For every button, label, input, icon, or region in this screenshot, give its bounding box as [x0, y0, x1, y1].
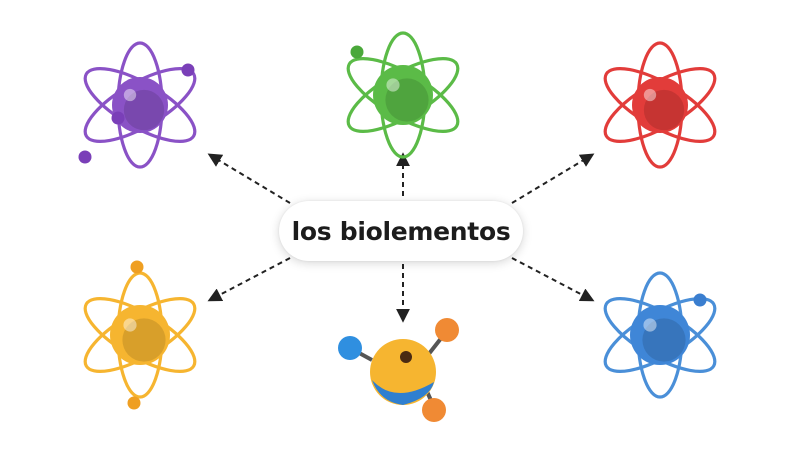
- arrow-to-purple: [207, 153, 291, 204]
- molecule-icon: [338, 318, 459, 422]
- nucleus: [112, 77, 168, 133]
- electron: [127, 396, 141, 410]
- nucleus: [110, 305, 170, 365]
- nucleus-shade: [123, 89, 165, 131]
- nucleus-shade: [642, 318, 686, 362]
- arrow-to-orange: [207, 257, 291, 302]
- center-label: los biolementos: [291, 216, 511, 246]
- small-atom: [422, 398, 446, 422]
- molecule-accent: [372, 380, 434, 405]
- small-atom: [338, 336, 362, 360]
- nucleus: [373, 65, 433, 125]
- nucleus-shade: [122, 318, 166, 362]
- center-node: los biolementos: [279, 201, 523, 261]
- arrow-to-blue: [511, 257, 595, 302]
- arrows: [207, 152, 595, 323]
- red-atom-icon: [603, 41, 717, 169]
- electron: [111, 111, 125, 125]
- electron: [693, 293, 707, 307]
- electron: [181, 63, 195, 77]
- nucleus-highlight: [643, 318, 657, 332]
- nucleus-highlight: [386, 78, 400, 92]
- small-atom: [435, 318, 459, 342]
- electron: [78, 150, 92, 164]
- nucleus-highlight: [123, 88, 137, 102]
- nucleus-highlight: [643, 88, 657, 102]
- orange-atom-icon: [83, 260, 197, 410]
- nucleus: [630, 305, 690, 365]
- nucleus-highlight: [123, 318, 137, 332]
- electron: [130, 260, 144, 274]
- atoms: [78, 31, 717, 410]
- purple-atom-icon: [78, 41, 197, 169]
- green-atom-icon: [346, 31, 460, 159]
- nucleus-shade: [643, 89, 685, 131]
- nucleus-shade: [385, 78, 429, 122]
- molecule-dot: [400, 351, 412, 363]
- arrow-to-red: [511, 153, 595, 204]
- electron: [350, 45, 364, 59]
- molecule-body: [370, 339, 436, 405]
- nucleus: [632, 77, 688, 133]
- blue-atom-icon: [603, 271, 717, 399]
